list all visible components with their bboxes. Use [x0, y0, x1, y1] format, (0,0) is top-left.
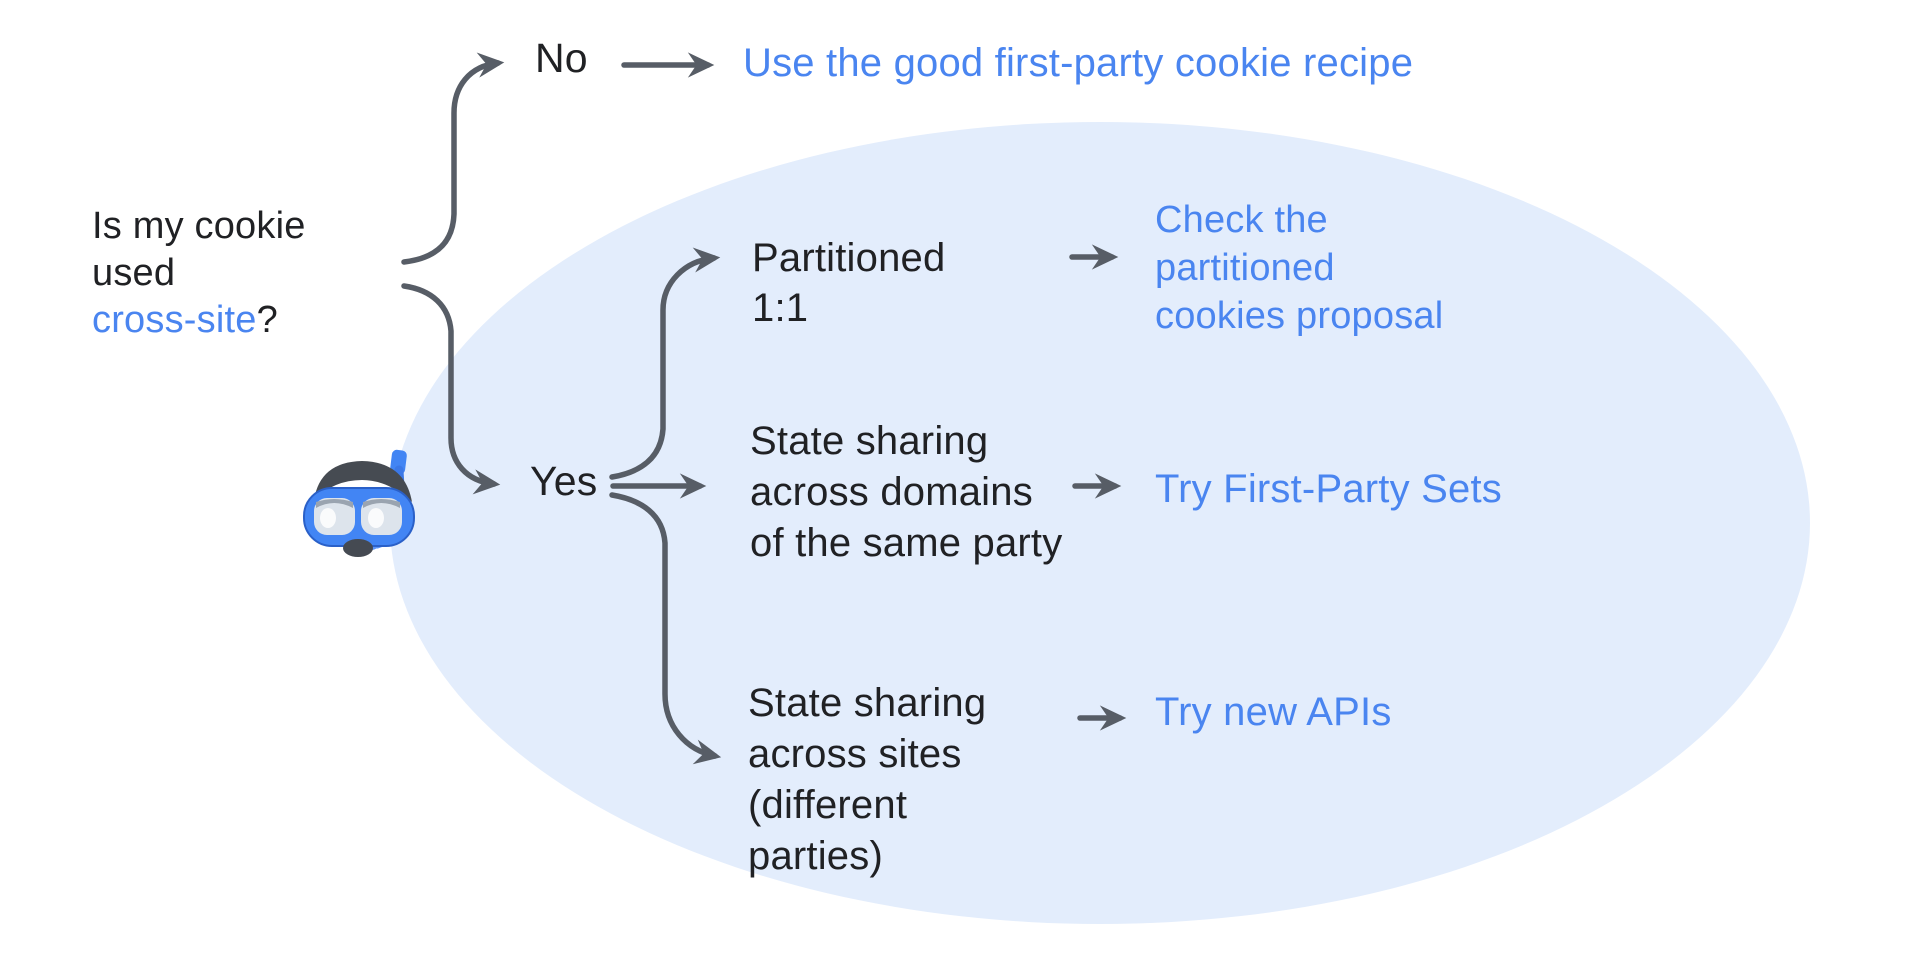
condition-state-sharing-domains: State sharing across domains of the same… [750, 416, 1062, 569]
question-line: cross-site? [92, 297, 306, 344]
question-line: Is my cookie [92, 205, 306, 247]
partitioned-cookies-proposal-link[interactable]: Check the partitioned cookies proposal [1155, 196, 1443, 340]
condition-state-sharing-sites: State sharing across sites (different pa… [748, 678, 986, 882]
question-text: Is my cookie used cross-site? [92, 203, 306, 344]
result-line: partitioned [1155, 247, 1335, 289]
connector-yes-to-partitioned [609, 247, 721, 480]
first-party-sets-link[interactable]: Try First-Party Sets [1155, 467, 1502, 511]
condition-partitioned: Partitioned 1:1 [752, 233, 945, 333]
result-line: Check the [1155, 199, 1328, 241]
condition-line: across domains [750, 470, 1033, 514]
condition-line: of the same party [750, 521, 1063, 565]
first-party-recipe-link[interactable]: Use the good first-party cookie recipe [743, 41, 1414, 85]
question-line: used [92, 252, 176, 294]
condition-line: Partitioned [752, 236, 946, 280]
condition-line: parties) [748, 834, 883, 878]
condition-line: State sharing [748, 681, 987, 725]
connector-yes-to-sites [609, 492, 722, 765]
condition-line: across sites [748, 732, 962, 776]
cross-site-link[interactable]: cross-site [92, 299, 257, 341]
connector-question-to-yes [401, 283, 501, 495]
diving-mask-icon [303, 449, 415, 557]
try-new-apis-link[interactable]: Try new APIs [1155, 690, 1392, 734]
condition-line: 1:1 [752, 286, 809, 330]
no-label: No [535, 35, 588, 81]
connector-question-to-no [401, 52, 505, 265]
yes-label: Yes [530, 458, 598, 504]
result-line: cookies proposal [1155, 295, 1444, 337]
condition-line: (different [748, 783, 908, 827]
question-suffix: ? [256, 299, 278, 341]
condition-line: State sharing [750, 419, 989, 463]
